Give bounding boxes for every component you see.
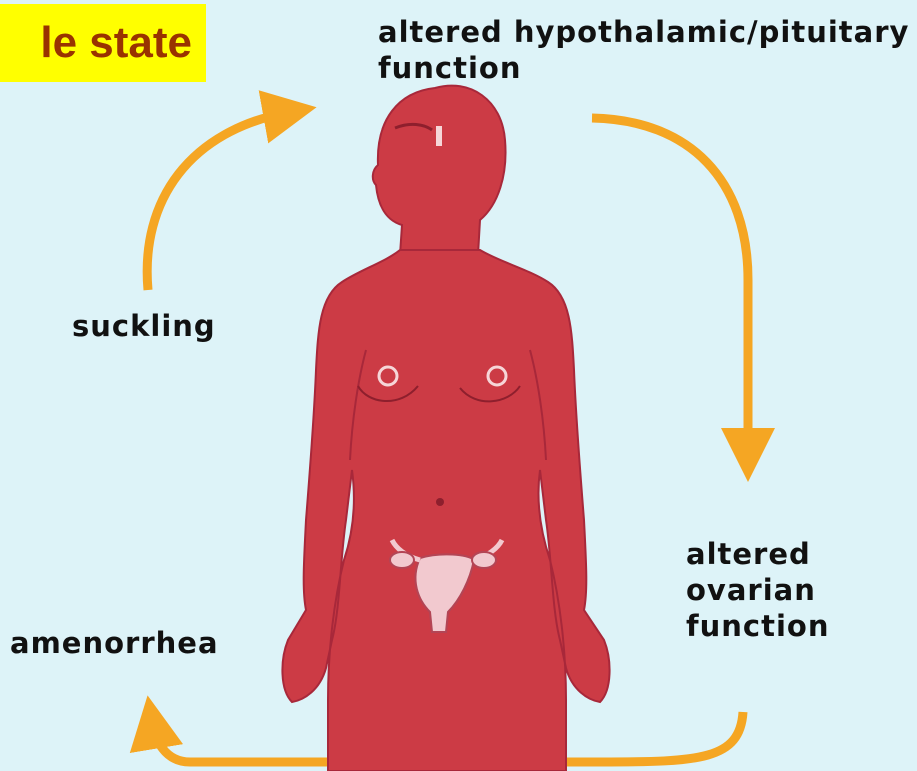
arrow-to-ovarian — [592, 118, 748, 455]
label-amenorrhea: amenorrhea — [10, 625, 219, 661]
label-ovarian-function: altered ovarian function — [686, 536, 876, 644]
arrow-to-hypothalamic — [147, 112, 290, 290]
label-hypothalamic-pituitary: altered hypothalamic/pituitary function — [378, 14, 917, 86]
navel — [436, 498, 444, 506]
label-suckling: suckling — [72, 308, 216, 344]
title-banner: le state — [0, 4, 206, 82]
pituitary-marker — [436, 126, 442, 146]
title-text: le state — [40, 18, 192, 68]
female-body-figure — [282, 86, 609, 771]
